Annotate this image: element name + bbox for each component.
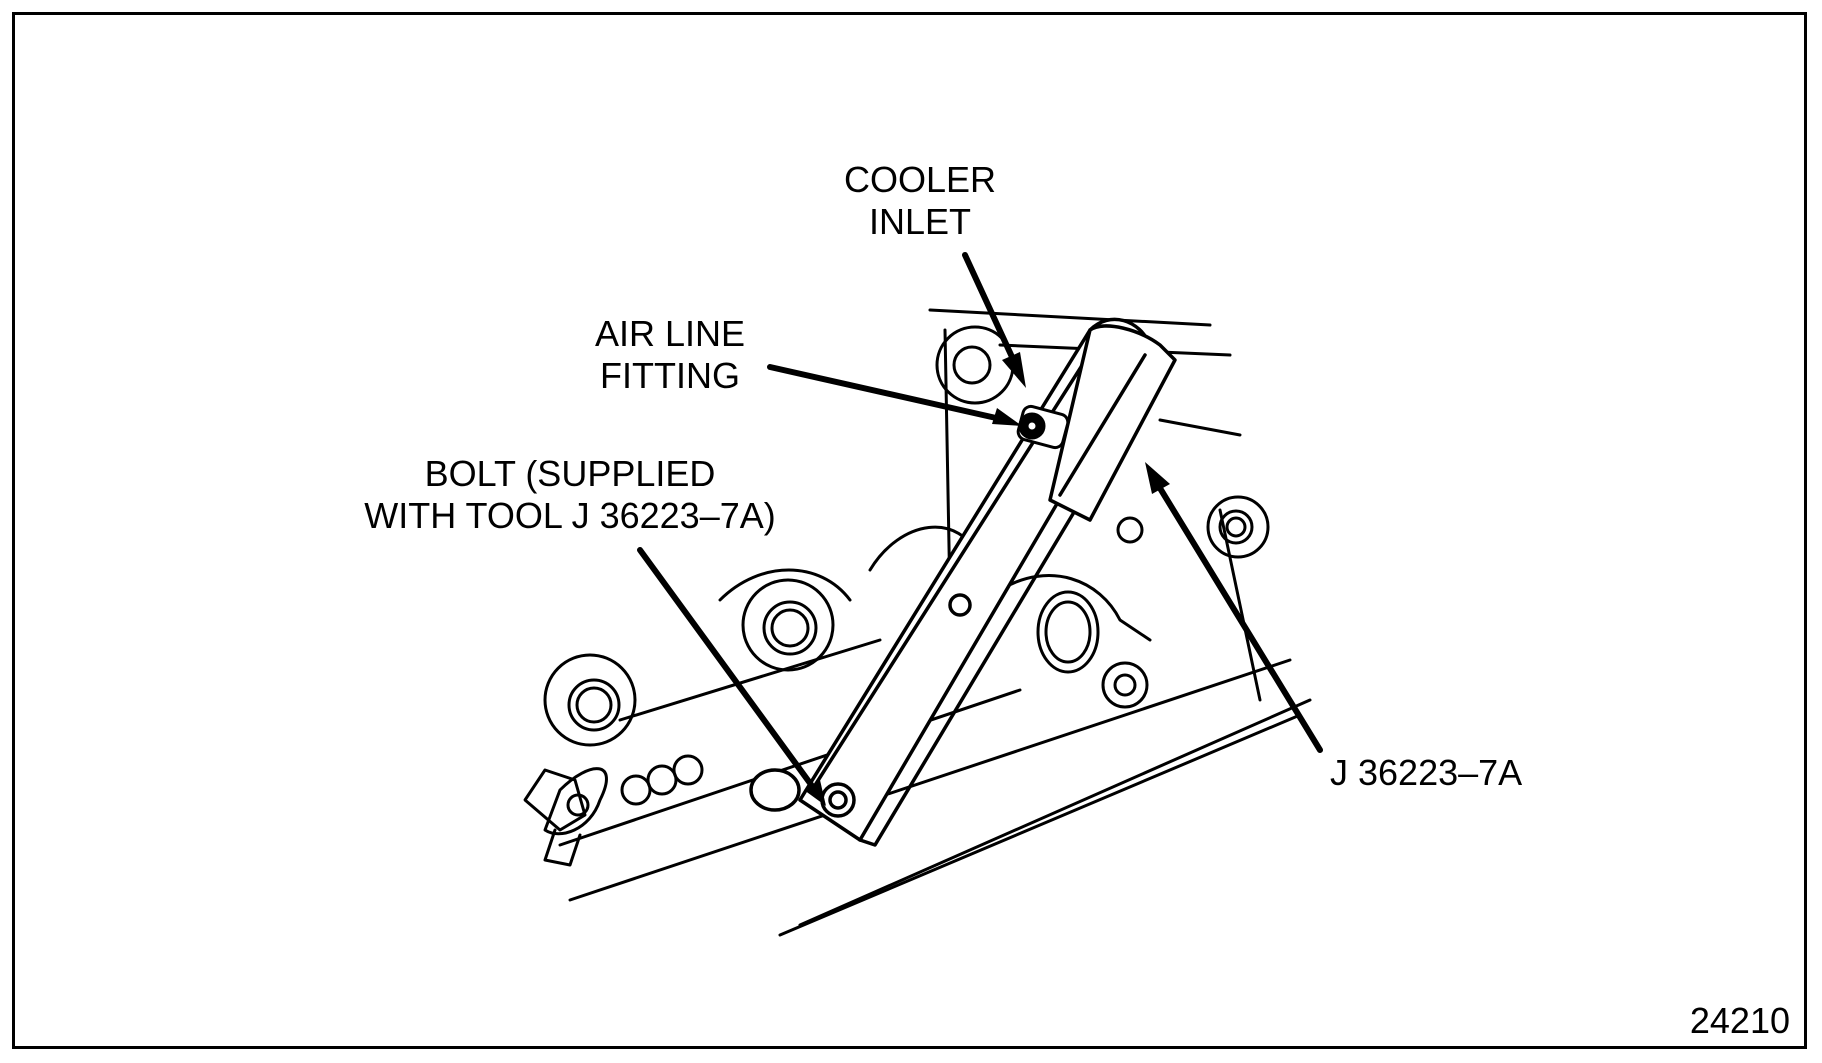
arrowhead-tool bbox=[1145, 462, 1170, 494]
label-cooler-inlet-line2: INLET bbox=[868, 201, 972, 242]
arrowhead-air-line-fitting bbox=[992, 408, 1022, 426]
label-air-line-fitting-line2: FITTING bbox=[600, 355, 740, 396]
air-line-fitting bbox=[1016, 404, 1070, 450]
label-bolt-line2: WITH TOOL J 36223–7A) bbox=[364, 495, 776, 536]
wing-nut bbox=[523, 767, 608, 867]
label-air-line-fitting-line1: AIR LINE bbox=[594, 313, 746, 354]
label-cooler-inlet-line1: COOLER bbox=[843, 159, 997, 200]
label-tool: J 36223–7A bbox=[1330, 752, 1523, 793]
label-bolt: BOLT (SUPPLIED WITH TOOL J 36223–7A) bbox=[345, 453, 795, 537]
case-bosses bbox=[543, 325, 1270, 806]
label-air-line-fitting: AIR LINE FITTING bbox=[570, 313, 770, 397]
figure-number: 24210 bbox=[1689, 1000, 1790, 1041]
arrowhead-cooler-inlet bbox=[1002, 352, 1026, 388]
arrowhead-bolt bbox=[804, 780, 826, 806]
tool-j36223-7a bbox=[749, 317, 1177, 847]
leader-arrows bbox=[637, 252, 1323, 793]
label-bolt-line1: BOLT (SUPPLIED bbox=[424, 453, 716, 494]
label-cooler-inlet: COOLER INLET bbox=[820, 159, 1020, 243]
